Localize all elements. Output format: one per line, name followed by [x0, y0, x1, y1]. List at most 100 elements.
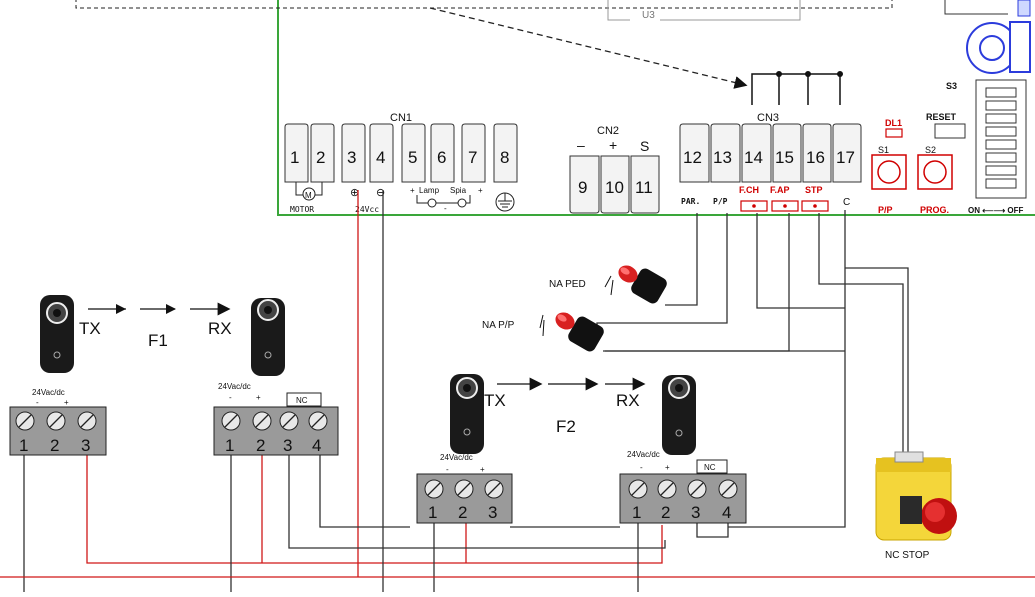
cn3-pp-label: P/P [713, 197, 728, 206]
cn3-fap-label: F.AP [770, 185, 790, 195]
spia-label: Spia [450, 186, 467, 195]
cn3-t16: 16 [806, 148, 825, 167]
s1-sub: P/P [878, 205, 893, 215]
f1-tx-t2: 2 [50, 436, 59, 455]
dip-switch-s3 [975, 79, 1027, 199]
f1-tx-t1: 1 [19, 436, 28, 455]
nc-stop-label: NC STOP [885, 550, 930, 561]
cn2-label: CN2 [597, 125, 619, 137]
f1-tx-label: TX [79, 319, 101, 338]
f2-rx-t2: 2 [661, 503, 670, 522]
f2-rx-sensor [662, 375, 696, 455]
s2-sub: PROG. [920, 205, 949, 215]
f1-rx-label: RX [208, 319, 232, 338]
lamp-label: Lamp [419, 186, 440, 195]
cn3-c-label: C [843, 197, 850, 208]
spia-plus: + [478, 186, 483, 195]
na-ped-button: NA PED [549, 265, 667, 304]
cn3-t14: 14 [744, 148, 763, 167]
f1-rx-pol-minus: - [229, 393, 232, 402]
s2-label: S2 [925, 145, 936, 155]
photocell-f2: TX F2 RX 24Vac/dc - + 1 2 3 24Vac/dc - +… [416, 374, 747, 524]
f2-tx-label: TX [484, 391, 506, 410]
cn3-t17: 17 [836, 148, 855, 167]
control-board: U3 + S3 ON ⟵⟶ OFF RESET DL1 S1 P/P [75, 0, 1035, 216]
lamp-icon [427, 198, 437, 208]
f2-rx-nc-box [696, 459, 728, 474]
f1-rx-t4: 4 [312, 436, 321, 455]
s1-label: S1 [878, 145, 889, 155]
wiring [0, 190, 1035, 592]
reset-jumper [934, 123, 966, 139]
cn2-sign-s: S [640, 138, 649, 154]
f2-rx-pol-minus: - [640, 463, 643, 472]
plus-symbol: ⊕ [350, 187, 359, 199]
f2-tx-t2: 2 [458, 503, 467, 522]
f1-rx-voltage: 24Vac/dc [218, 382, 251, 391]
cn1-t5: 5 [408, 148, 417, 167]
na-pp-button: NA P/P [482, 312, 604, 352]
f2-rx-t4: 4 [722, 503, 731, 522]
f2-tx-t3: 3 [488, 503, 497, 522]
connector-cn3: CN3 12 13 14 15 16 17 PAR. P/P F.CH F.AP… [679, 112, 862, 212]
f2-label: F2 [556, 417, 576, 436]
s3-on-off: ON ⟵⟶ OFF [968, 206, 1023, 215]
cn2-t10: 10 [605, 178, 624, 197]
f2-rx-label: RX [616, 391, 640, 410]
callout-box [75, 0, 893, 9]
motor-symbol: M [305, 191, 312, 200]
cn2-t9: 9 [578, 178, 587, 197]
dl1-label: DL1 [885, 118, 902, 128]
power-label: 24Vcc [355, 205, 379, 214]
cn1-t1: 1 [290, 148, 299, 167]
f1-tx-pol-minus: - [36, 398, 39, 407]
reset-label: RESET [926, 112, 957, 122]
f2-rx-voltage: 24Vac/dc [627, 450, 660, 459]
chip-u3-label: U3 [642, 10, 655, 21]
cn1-t3: 3 [347, 148, 356, 167]
f2-rx-pol-plus: + [665, 463, 670, 472]
motor-icon [302, 187, 316, 201]
s3-label: S3 [946, 81, 957, 91]
f1-rx-sensor [251, 298, 285, 376]
cn3-fch-label: F.CH [739, 185, 759, 195]
connector-cn2: CN2 – + S 9 10 11 [569, 125, 660, 214]
f2-tx-t1: 1 [428, 503, 437, 522]
cn1-label: CN1 [390, 112, 412, 124]
f2-tx-pol-plus: + [480, 465, 485, 474]
lamp-plus: + [410, 186, 415, 195]
cn3-t12: 12 [683, 148, 702, 167]
na-ped-label: NA PED [549, 279, 586, 290]
cn3-par-label: PAR. [681, 197, 700, 206]
minus-symbol: ⊖ [376, 187, 385, 199]
nc-stop-button: NC STOP [875, 451, 957, 561]
spia-icon [457, 198, 467, 208]
cn1-t2: 2 [316, 148, 325, 167]
callout-arrow [429, 7, 748, 89]
f1-rx-nc: NC [296, 396, 308, 405]
cn3-t13: 13 [713, 148, 732, 167]
cn1-t6: 6 [437, 148, 446, 167]
f1-rx-t3: 3 [283, 436, 292, 455]
dl1-led [885, 128, 903, 138]
f1-tx-voltage: 24Vac/dc [32, 388, 65, 397]
cn2-sign-plus: + [609, 137, 617, 153]
f1-rx-t1: 1 [225, 436, 234, 455]
f1-tx-t3: 3 [81, 436, 90, 455]
f1-rx-pol-plus: + [256, 393, 261, 402]
f1-rx-t2: 2 [256, 436, 265, 455]
cn3-t15: 15 [775, 148, 794, 167]
f2-rx-t3: 3 [691, 503, 700, 522]
f2-tx-pol-minus: - [446, 465, 449, 474]
f1-tx-pol-plus: + [64, 398, 69, 407]
cn2-t11: 11 [635, 178, 653, 197]
photocell-f1: TX F1 RX 24Vac/dc - + 1 2 3 24Vac/dc - +… [9, 295, 339, 456]
cn1-t4: 4 [376, 148, 385, 167]
f2-rx-t1: 1 [632, 503, 641, 522]
motor-label: MOTOR [290, 205, 314, 214]
connector-cn1: CN1 1 2 3 4 5 6 7 8 M MOTOR ⊕ ⊖ 24Vcc + … [284, 112, 518, 214]
f1-label: F1 [148, 331, 168, 350]
f1-tx-sensor [40, 295, 74, 373]
f1-rx-nc-box [286, 392, 322, 407]
